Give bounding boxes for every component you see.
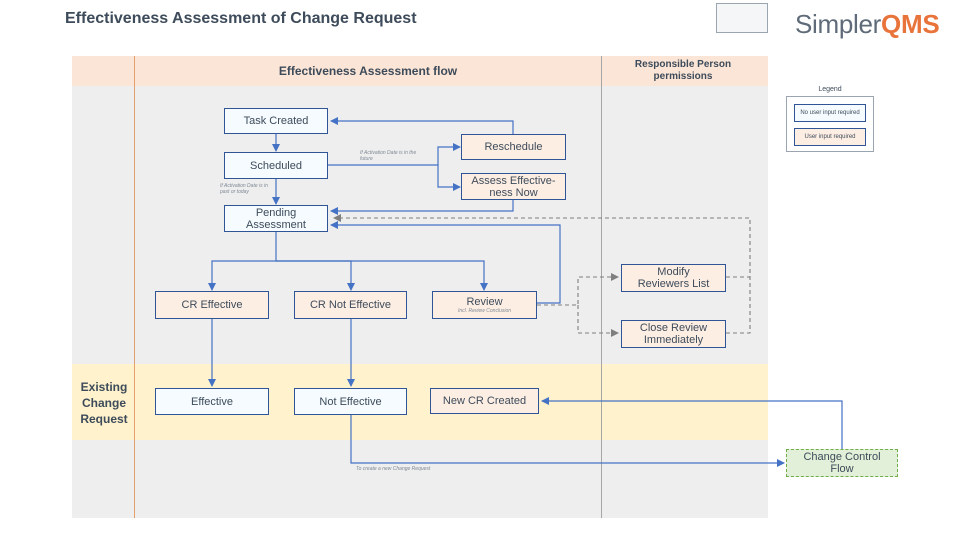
legend-user-input: User input required bbox=[794, 128, 866, 146]
node-effective: Effective bbox=[155, 388, 269, 415]
node-review-label: Review bbox=[466, 296, 503, 308]
node-change-control-flow: Change Control Flow bbox=[786, 449, 898, 477]
node-review: Review Incl. Review Conclusion bbox=[432, 291, 537, 319]
node-reschedule: Reschedule bbox=[461, 134, 566, 160]
node-modify-reviewers: Modify Reviewers List bbox=[621, 264, 726, 292]
logo-suffix: QMS bbox=[881, 9, 940, 39]
note-new-cr: To create a new Change Request bbox=[356, 466, 431, 472]
node-review-sub: Incl. Review Conclusion bbox=[457, 308, 512, 314]
node-cr-not-effective: CR Not Effective bbox=[294, 291, 407, 319]
node-task-created: Task Created bbox=[224, 108, 328, 134]
node-close-review: Close Review Immediately bbox=[621, 320, 726, 348]
node-pending-assessment: Pending Assessment bbox=[224, 205, 328, 232]
page-title: Effectiveness Assessment of Change Reque… bbox=[65, 10, 417, 27]
logo-prefix: Simpler bbox=[795, 9, 882, 39]
node-not-effective: Not Effective bbox=[294, 388, 407, 415]
node-assess-now: Assess Effective-ness Now bbox=[461, 173, 566, 200]
node-new-cr-created: New CR Created bbox=[430, 388, 539, 414]
legend-no-input: No user input required bbox=[794, 104, 866, 122]
flow-lane-header: Effectiveness Assessment flow bbox=[278, 64, 458, 78]
note-future: If Activation Date is in the future bbox=[360, 150, 417, 162]
node-scheduled: Scheduled bbox=[224, 152, 328, 179]
existing-cr-label: Existing Change Request bbox=[80, 380, 128, 426]
header-band bbox=[72, 56, 768, 86]
slide-thumbnail-icon bbox=[716, 3, 768, 33]
node-cr-effective: CR Effective bbox=[155, 291, 269, 319]
permissions-lane-header: Responsible Person permissions bbox=[634, 59, 732, 82]
legend-title: Legend bbox=[818, 86, 842, 93]
logo: SimplerQMS bbox=[795, 9, 940, 40]
note-past: If Activation Date is in past or today bbox=[220, 183, 268, 195]
